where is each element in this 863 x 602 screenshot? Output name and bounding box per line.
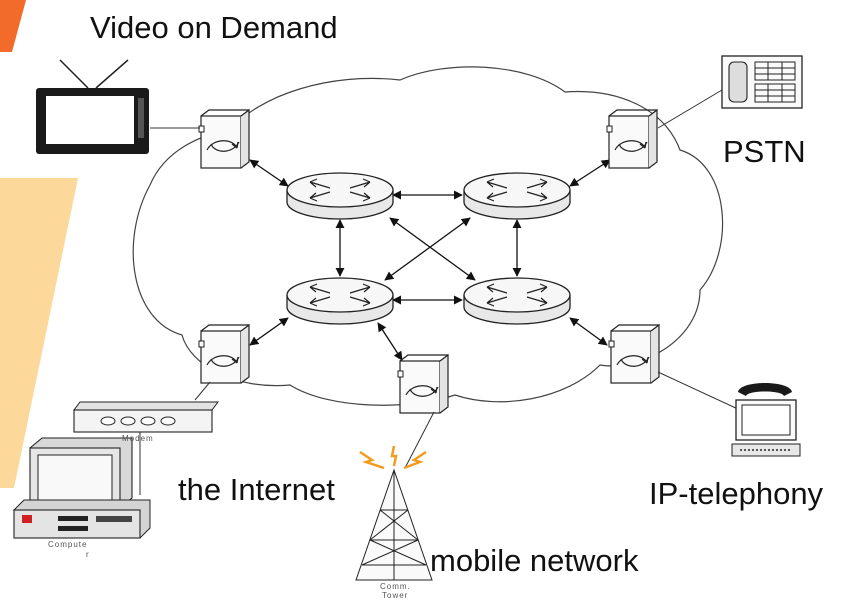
tower-icon: [355, 468, 433, 581]
switch-icon: [608, 324, 660, 384]
the-internet-label: the Internet: [178, 472, 335, 507]
computer-caption-2: r: [86, 550, 90, 559]
ip-telephony-label: IP-telephony: [649, 476, 824, 511]
computer-caption-1: Compute: [48, 540, 88, 549]
router-icon: [463, 172, 571, 220]
router-links: [249, 159, 611, 361]
mobile-network-label: mobile network: [430, 543, 639, 578]
peach-accent-shape: [0, 178, 78, 488]
lightning-icon: [359, 445, 427, 470]
router-icon: [286, 277, 394, 325]
device-links: [139, 89, 741, 495]
modem-icon: [73, 401, 219, 433]
tower-caption-2: Tower: [382, 591, 409, 600]
video-on-demand-label: Video on Demand: [90, 10, 338, 45]
ip-phone-icon: [731, 383, 801, 457]
switch-icon: [198, 324, 250, 384]
pstn-label: PSTN: [723, 134, 806, 169]
tower-caption-1: Comm.: [380, 582, 411, 591]
switch-icon: [397, 354, 449, 414]
router-icon: [463, 277, 571, 325]
computer-icon: [13, 437, 151, 539]
orange-accent-shape: [0, 0, 26, 52]
switch-icon: [198, 109, 250, 169]
router-icon: [286, 172, 394, 220]
switch-icon: [606, 109, 658, 169]
tv-icon: [36, 59, 149, 154]
network-cloud: [132, 66, 724, 406]
modem-caption: Modem: [122, 434, 154, 443]
phone-keypad-icon: [721, 55, 803, 109]
